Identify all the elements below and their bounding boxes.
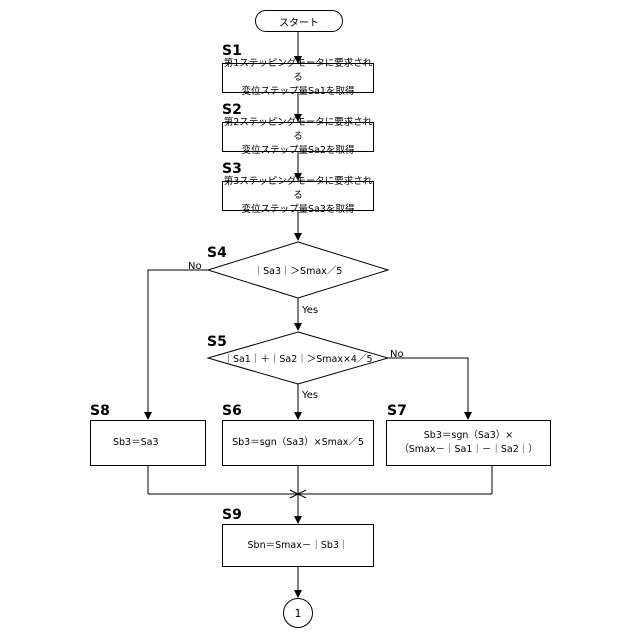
start-terminal: スタート [255, 10, 343, 32]
step-label-s7: S7 [387, 403, 407, 419]
decision-s5-text: ｜Sa1｜＋｜Sa2｜＞Smax×4／5 [212, 351, 384, 365]
process-s9: Sbn＝Smax－｜Sb3｜ [222, 524, 374, 567]
s5-no-label: No [390, 349, 404, 360]
process-s1-line2: 変位ステップ量Sa1を取得 [223, 85, 373, 99]
process-s1: 第1ステッピングモータに要求される 変位ステップ量Sa1を取得 [222, 63, 374, 93]
process-s3-line2: 変位ステップ量Sa3を取得 [223, 203, 373, 217]
s4-no-label: No [188, 261, 202, 272]
s5-yes-label: Yes [302, 390, 318, 401]
s4-yes-label: Yes [302, 305, 318, 316]
process-s8-text: Sb3＝Sa3 [113, 436, 159, 450]
process-s2: 第2ステッピングモータに要求される 変位ステップ量Sa2を取得 [222, 122, 374, 152]
process-s1-line1: 第1ステッピングモータに要求される [223, 57, 373, 85]
process-s8: Sb3＝Sa3 [90, 420, 206, 466]
process-s9-text: Sbn＝Smax－｜Sb3｜ [248, 539, 349, 553]
process-s2-line2: 変位ステップ量Sa2を取得 [223, 144, 373, 158]
process-s3-line1: 第3ステッピングモータに要求される [223, 175, 373, 203]
step-label-s8: S8 [90, 403, 110, 419]
decision-s4-text: ｜Sa3｜＞Smax／5 [238, 263, 358, 277]
process-s7-line1: Sb3＝sgn（Sa3）× [399, 429, 538, 443]
offpage-connector: 1 [283, 598, 313, 628]
step-label-s5: S5 [207, 334, 227, 350]
step-label-s6: S6 [222, 403, 242, 419]
process-s6-text: Sb3＝sgn（Sa3）×Smax／5 [232, 436, 364, 450]
step-label-s4: S4 [207, 245, 227, 261]
process-s3: 第3ステッピングモータに要求される 変位ステップ量Sa3を取得 [222, 181, 374, 211]
step-label-s9: S9 [222, 507, 242, 523]
process-s7: Sb3＝sgn（Sa3）× （Smax－｜Sa1｜－｜Sa2｜） [386, 420, 551, 466]
process-s6: Sb3＝sgn（Sa3）×Smax／5 [222, 420, 374, 466]
process-s2-line1: 第2ステッピングモータに要求される [223, 116, 373, 144]
start-label: スタート [279, 14, 319, 29]
process-s7-line2: （Smax－｜Sa1｜－｜Sa2｜） [399, 443, 538, 457]
connector-label: 1 [295, 607, 302, 620]
